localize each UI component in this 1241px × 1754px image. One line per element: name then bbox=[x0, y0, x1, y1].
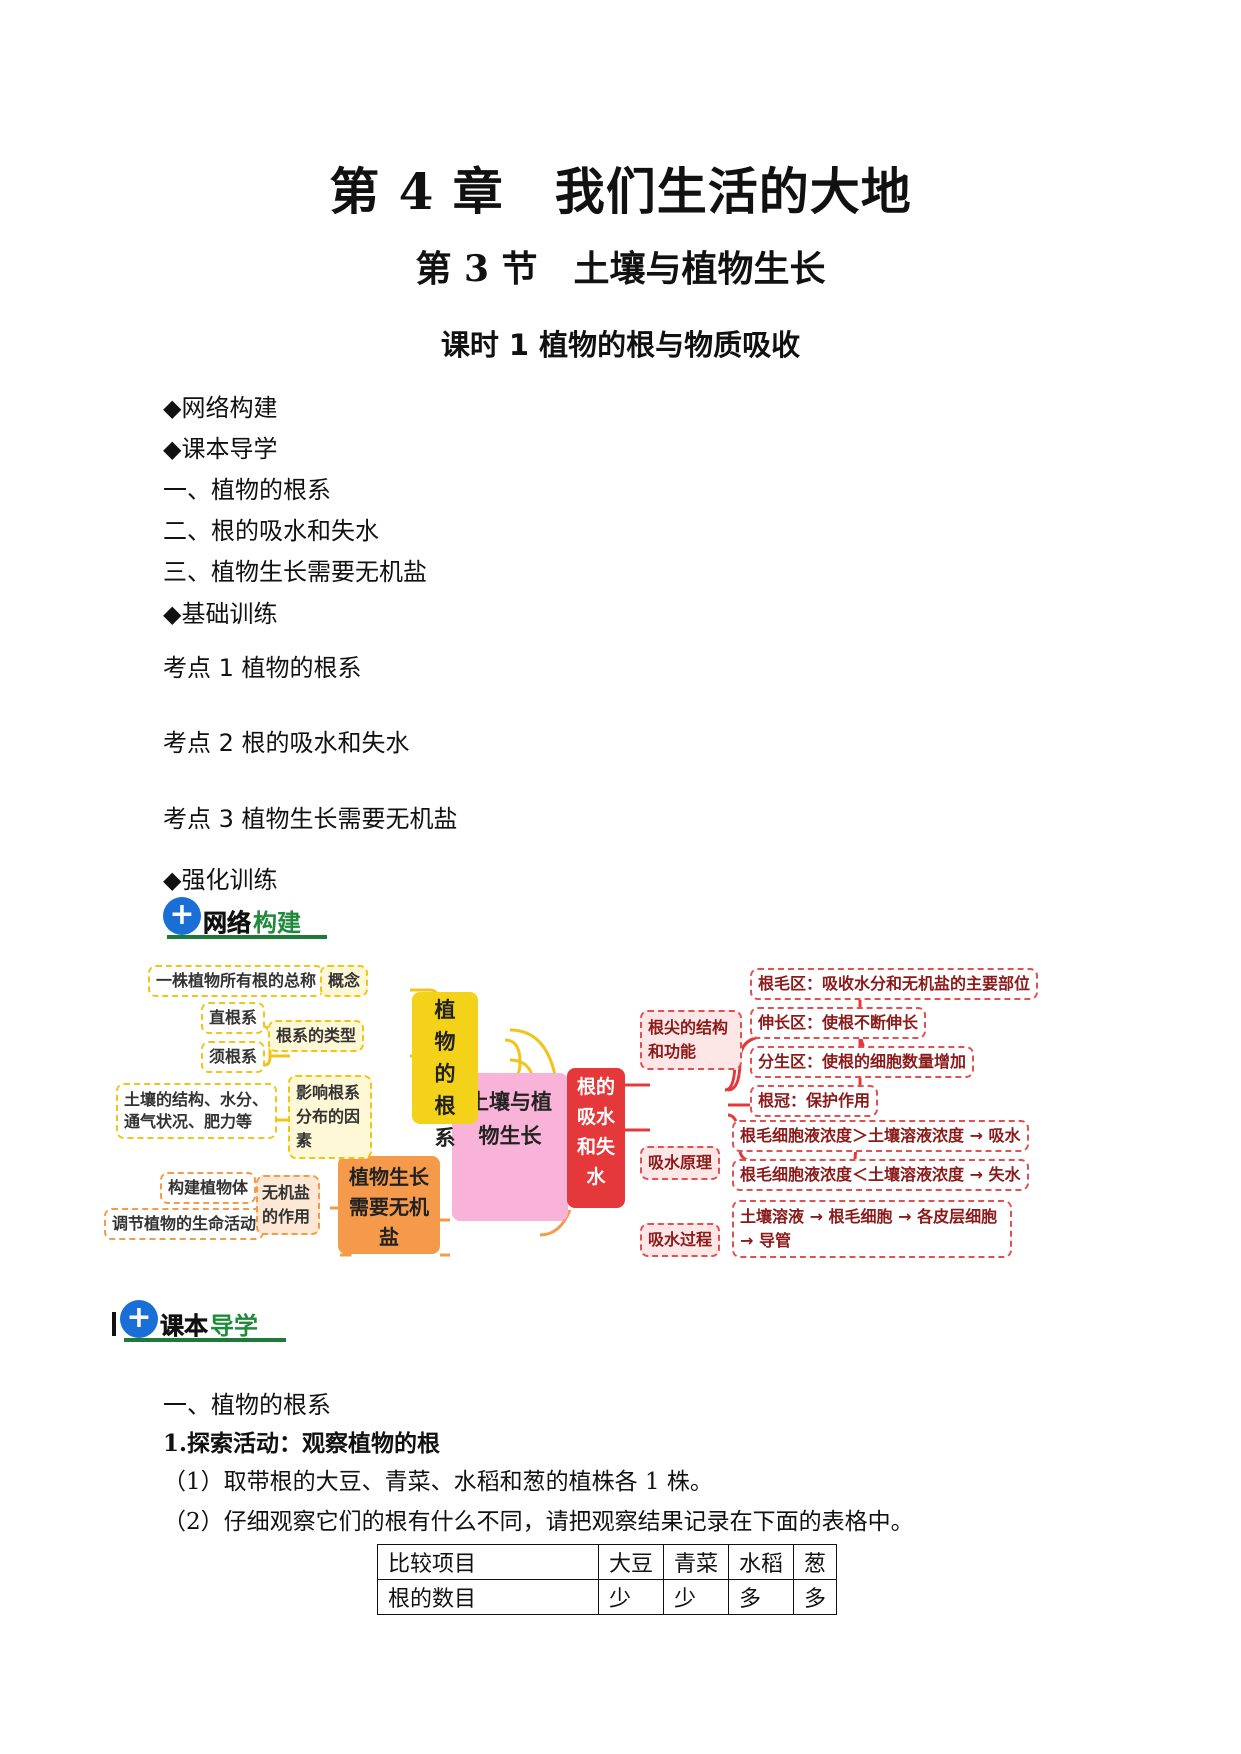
table-cell: 比较项目 bbox=[377, 1544, 599, 1580]
table-row: 比较项目 大豆 青菜 水稻 葱 bbox=[377, 1544, 838, 1580]
section-title: 第 3 节 土壤与植物生长 bbox=[415, 248, 826, 290]
tip-item-3: 分生区：使根的细胞数量增加 bbox=[750, 1046, 975, 1078]
table-cell: 大豆 bbox=[597, 1544, 665, 1580]
salt-node: 植物生长需要无机盐 bbox=[338, 1156, 440, 1254]
observation-table: 比较项目 大豆 青菜 水稻 葱 根的数目 少 少 多 多 bbox=[377, 1544, 838, 1615]
tip-item-4: 根冠：保护作用 bbox=[750, 1085, 879, 1117]
plus-icon: + bbox=[163, 897, 201, 935]
tip-label: 根尖的结构和功能 bbox=[640, 1010, 742, 1070]
salt-node-label: 植物生长需要无机盐 bbox=[349, 1165, 429, 1249]
toc-salt[interactable]: 三、植物生长需要无机盐 bbox=[163, 558, 427, 586]
tip-item-2: 伸长区：使根不断伸长 bbox=[750, 1007, 927, 1039]
banner-text: 课本 bbox=[160, 1312, 209, 1341]
salt-role-2: 调节植物的生命活动 bbox=[104, 1208, 265, 1240]
principle-item-2: 根毛细胞液浓度＜土壤溶液浓度 → 失水 bbox=[732, 1159, 1029, 1191]
toc-roots[interactable]: 一、植物的根系 bbox=[163, 476, 331, 504]
toc-point-3[interactable]: 考点 3 植物生长需要无机盐 bbox=[163, 805, 458, 833]
salt-role-1: 构建植物体 bbox=[160, 1172, 257, 1204]
toc-water[interactable]: 二、根的吸水和失水 bbox=[163, 517, 379, 545]
activity-title: 1.探索活动：观察植物的根 bbox=[163, 1430, 441, 1457]
table-cell: 多 bbox=[793, 1579, 838, 1615]
factors-detail: 土壤的结构、水分、通气状况、肥力等 bbox=[116, 1083, 277, 1139]
network-banner: + 网络 构建 bbox=[163, 895, 333, 941]
toc-point-2[interactable]: 考点 2 根的吸水和失水 bbox=[163, 729, 410, 757]
banner-text-accent: 导学 bbox=[210, 1312, 258, 1340]
principle-item-1: 根毛细胞液浓度＞土壤溶液浓度 → 吸水 bbox=[732, 1120, 1029, 1152]
salt-role-label: 无机盐的作用 bbox=[256, 1175, 320, 1235]
textbook-banner: + 课本 导学 bbox=[112, 1298, 292, 1344]
root-types-label: 根系的类型 bbox=[268, 1020, 365, 1052]
concept-label: 概念 bbox=[320, 965, 369, 997]
banner-text-accent: 构建 bbox=[253, 909, 301, 937]
table-cell: 根的数目 bbox=[377, 1579, 599, 1615]
chapter-title: 第 4 章 我们生活的大地 bbox=[329, 162, 912, 221]
plus-icon: + bbox=[120, 1300, 158, 1338]
toc-network[interactable]: ◆网络构建 bbox=[163, 394, 278, 422]
concept-definition: 一株植物所有根的总称 bbox=[148, 965, 325, 997]
principle-label: 吸水原理 bbox=[640, 1146, 721, 1180]
water-node: 根的吸水和失水 bbox=[567, 1068, 625, 1208]
table-cell: 葱 bbox=[793, 1544, 838, 1580]
roots-node-label: 植物的根系 bbox=[434, 998, 456, 1150]
heading-roots: 一、植物的根系 bbox=[163, 1391, 331, 1419]
step-2: （2）仔细观察它们的根有什么不同，请把观察结果记录在下面的表格中。 bbox=[163, 1509, 914, 1535]
toc-textbook[interactable]: ◆课本导学 bbox=[163, 435, 278, 463]
table-row: 根的数目 少 少 多 多 bbox=[377, 1579, 838, 1615]
banner-text: 网络 bbox=[203, 909, 252, 938]
banner-underline bbox=[124, 1338, 286, 1342]
process-detail: 土壤溶液 → 根毛细胞 → 各皮层细胞 → 导管 bbox=[732, 1200, 1012, 1258]
tap-root: 直根系 bbox=[201, 1002, 266, 1034]
toc-point-1[interactable]: 考点 1 植物的根系 bbox=[163, 654, 362, 682]
fibrous-root: 须根系 bbox=[201, 1041, 266, 1073]
water-node-label: 根的吸水和失水 bbox=[576, 1076, 615, 1188]
tip-item-1: 根毛区：吸收水分和无机盐的主要部位 bbox=[750, 968, 1039, 1000]
lesson-title: 课时 1 植物的根与物质吸收 bbox=[440, 328, 801, 362]
table-cell: 水稻 bbox=[728, 1544, 795, 1580]
banner-mark bbox=[112, 1312, 116, 1336]
factors-label: 影响根系分布的因素 bbox=[288, 1075, 372, 1159]
table-cell: 青菜 bbox=[663, 1544, 730, 1580]
table-cell: 多 bbox=[728, 1579, 795, 1615]
toc-basic-training[interactable]: ◆基础训练 bbox=[163, 600, 278, 628]
table-cell: 少 bbox=[597, 1579, 665, 1615]
mind-map: 土壤与植物生长 根的吸水和失水 植物的根系 植物生长需要无机盐 一株植物所有根的… bbox=[104, 950, 1130, 1300]
roots-node: 植物的根系 bbox=[412, 992, 478, 1150]
table-cell: 少 bbox=[663, 1579, 730, 1615]
toc-advanced-training[interactable]: ◆强化训练 bbox=[163, 866, 278, 894]
banner-underline bbox=[167, 935, 327, 939]
process-label: 吸水过程 bbox=[640, 1223, 721, 1257]
step-1: （1）取带根的大豆、青菜、水稻和葱的植株各 1 株。 bbox=[163, 1469, 713, 1495]
center-node-label: 土壤与植物生长 bbox=[468, 1090, 552, 1148]
